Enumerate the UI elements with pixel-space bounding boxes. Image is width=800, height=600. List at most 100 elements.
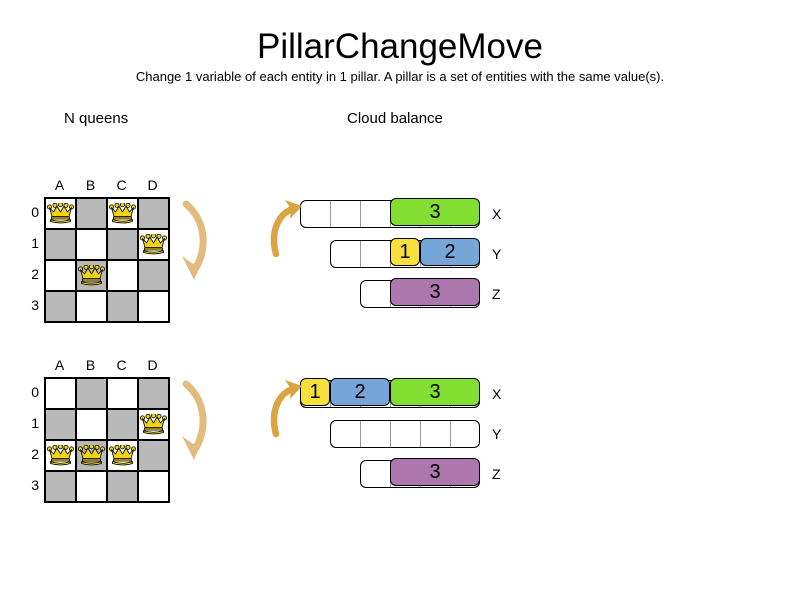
board-file-label-before-A: A xyxy=(54,177,65,193)
board-cell-after-B0[interactable] xyxy=(76,378,107,409)
board-cell-before-D3[interactable] xyxy=(138,291,169,322)
board-file-label-after-A: A xyxy=(54,357,65,373)
board-cell-after-C3[interactable] xyxy=(107,471,138,502)
cloud-computer-label-before-Z: Z xyxy=(492,286,501,302)
board-cell-after-A3[interactable] xyxy=(45,471,76,502)
cloud-slot-after-Z-0 xyxy=(361,461,391,487)
board-cell-before-A1[interactable] xyxy=(45,229,76,260)
cloud-slot-after-Y-4 xyxy=(451,421,479,447)
chess-board-before xyxy=(44,197,170,323)
chess-move-arrow-before xyxy=(172,198,216,293)
board-file-label-after-D: D xyxy=(147,357,158,373)
queen-piece-before-A0[interactable] xyxy=(47,202,74,224)
cloud-process-block-after-X-3[interactable]: 3 xyxy=(390,378,480,407)
queen-piece-after-A2[interactable] xyxy=(47,444,74,466)
board-file-label-before-C: C xyxy=(116,177,127,193)
board-cell-after-D2[interactable] xyxy=(138,440,169,471)
board-file-label-after-C: C xyxy=(116,357,127,373)
board-file-label-after-B: B xyxy=(85,357,96,373)
cloud-computer-label-before-Y: Y xyxy=(492,246,502,262)
cloud-process-block-after-X-2[interactable]: 2 xyxy=(330,378,390,407)
cloud-move-arrow-before xyxy=(268,198,308,265)
cloud-slot-before-X-0 xyxy=(301,201,331,227)
cloud-slot-before-Z-0 xyxy=(361,281,391,307)
chess-board-after xyxy=(44,377,170,503)
section-heading-nqueens: N queens xyxy=(64,110,129,127)
cloud-process-value: 2 xyxy=(444,241,456,264)
board-cell-before-C3[interactable] xyxy=(107,291,138,322)
board-cell-before-B1[interactable] xyxy=(76,229,107,260)
page-subtitle: Change 1 variable of each entity in 1 pi… xyxy=(135,69,665,84)
cloud-slot-before-Y-1 xyxy=(361,241,391,267)
board-rank-label-before-0: 0 xyxy=(31,204,39,220)
chess-move-arrow-after xyxy=(172,378,216,473)
cloud-slot-before-Y-0 xyxy=(331,241,361,267)
cloud-process-block-after-Z-3[interactable]: 3 xyxy=(390,458,480,487)
cloud-computer-label-after-X: X xyxy=(492,386,502,402)
cloud-process-value: 3 xyxy=(429,461,441,484)
cloud-move-arrow-after xyxy=(268,378,308,445)
board-file-label-before-D: D xyxy=(147,177,158,193)
cloud-process-value: 3 xyxy=(429,281,441,304)
cloud-process-value: 2 xyxy=(354,381,366,404)
board-cell-before-D0[interactable] xyxy=(138,198,169,229)
cloud-process-block-before-Y-1[interactable]: 1 xyxy=(390,238,420,267)
cloud-slot-after-Y-2 xyxy=(391,421,421,447)
board-file-label-before-B: B xyxy=(85,177,96,193)
cloud-process-value: 1 xyxy=(309,381,321,404)
queen-piece-after-C2[interactable] xyxy=(109,444,136,466)
board-rank-label-before-3: 3 xyxy=(31,297,39,313)
board-rank-label-after-0: 0 xyxy=(31,384,39,400)
queen-piece-after-B2[interactable] xyxy=(78,444,105,466)
queen-piece-before-C0[interactable] xyxy=(109,202,136,224)
cloud-process-block-before-Y-2[interactable]: 2 xyxy=(420,238,480,267)
queen-piece-before-B2[interactable] xyxy=(78,264,105,286)
queen-piece-before-D1[interactable] xyxy=(140,233,167,255)
queen-piece-after-D1[interactable] xyxy=(140,413,167,435)
cloud-computer-label-before-X: X xyxy=(492,206,502,222)
cloud-row-before-Y: 1 2 Y xyxy=(0,238,800,268)
board-cell-after-B3[interactable] xyxy=(76,471,107,502)
board-rank-label-after-1: 1 xyxy=(31,415,39,431)
cloud-process-block-before-Z-3[interactable]: 3 xyxy=(390,278,480,307)
board-rank-label-after-2: 2 xyxy=(31,446,39,462)
cloud-process-block-after-X-1[interactable]: 1 xyxy=(300,378,330,407)
board-rank-label-before-1: 1 xyxy=(31,235,39,251)
cloud-process-block-before-X-3[interactable]: 3 xyxy=(390,198,480,227)
board-cell-after-A0[interactable] xyxy=(45,378,76,409)
board-cell-after-B2[interactable] xyxy=(76,440,107,471)
board-cell-before-C1[interactable] xyxy=(107,229,138,260)
cloud-computer-bar-after-Y[interactable] xyxy=(330,420,480,448)
cloud-slot-after-Y-1 xyxy=(361,421,391,447)
cloud-row-after-Y: Y xyxy=(0,420,800,448)
board-cell-after-C1[interactable] xyxy=(107,409,138,440)
board-cell-after-D3[interactable] xyxy=(138,471,169,502)
cloud-slot-before-X-1 xyxy=(331,201,361,227)
cloud-process-value: 3 xyxy=(429,201,441,224)
board-rank-label-before-2: 2 xyxy=(31,266,39,282)
cloud-process-value: 3 xyxy=(429,381,441,404)
board-cell-after-A1[interactable] xyxy=(45,409,76,440)
section-heading-cloud: Cloud balance xyxy=(347,110,443,127)
cloud-slot-before-X-2 xyxy=(361,201,391,227)
board-cell-after-D0[interactable] xyxy=(138,378,169,409)
board-cell-before-C2[interactable] xyxy=(107,260,138,291)
cloud-slot-after-Y-0 xyxy=(331,421,361,447)
board-cell-before-B0[interactable] xyxy=(76,198,107,229)
page-title: PillarChangeMove xyxy=(257,27,543,66)
cloud-row-after-X: 1 2 3 X xyxy=(0,378,800,408)
cloud-process-value: 1 xyxy=(399,241,411,264)
cloud-computer-label-after-Y: Y xyxy=(492,426,502,442)
cloud-computer-label-after-Z: Z xyxy=(492,466,501,482)
board-cell-before-A3[interactable] xyxy=(45,291,76,322)
board-rank-label-after-3: 3 xyxy=(31,477,39,493)
cloud-slot-after-Y-3 xyxy=(421,421,451,447)
board-cell-before-D2[interactable] xyxy=(138,260,169,291)
board-cell-before-B3[interactable] xyxy=(76,291,107,322)
board-cell-after-B1[interactable] xyxy=(76,409,107,440)
board-cell-before-A2[interactable] xyxy=(45,260,76,291)
board-cell-after-C0[interactable] xyxy=(107,378,138,409)
